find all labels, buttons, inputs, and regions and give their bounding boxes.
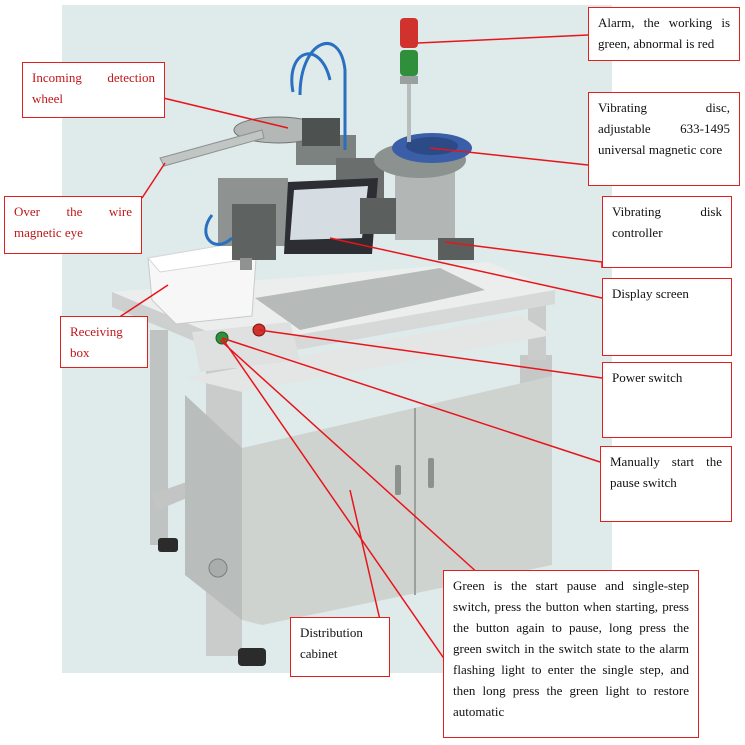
callout-green-switch: Green is the start pause and single-step… — [443, 570, 699, 738]
leader-display-screen — [329, 237, 603, 299]
leader-alarm — [417, 34, 589, 44]
disk-controller — [438, 238, 474, 260]
callout-alarm: Alarm, the working is green, abnormal is… — [588, 7, 740, 61]
callout-magnetic-eye: Over the wire magnetic eye — [4, 196, 142, 254]
leader-power-switch — [258, 329, 603, 379]
callout-receiving-box: Receiving box — [60, 316, 148, 368]
callout-power-switch: Power switch — [602, 362, 732, 438]
callout-distribution-cabinet: Distribution cabinet — [290, 617, 390, 677]
callout-vibrating-disc: Vibrating disc, adjustable 633-1495 univ… — [588, 92, 740, 186]
leader-green-switch-b — [219, 339, 481, 576]
leader-receiving-box — [117, 284, 169, 319]
leader-pause-switch — [221, 337, 601, 463]
leader-magnetic-eye — [141, 162, 166, 199]
machine — [112, 18, 555, 666]
callout-display-screen: Display screen — [602, 278, 732, 356]
callout-incoming-wheel: Incoming detection wheel — [22, 62, 165, 118]
leader-vibrating-disc — [429, 147, 589, 166]
callout-disk-controller: Vibrating disk controller — [602, 196, 732, 268]
leader-green-switch-a — [221, 337, 446, 661]
callout-pause-switch: Manually start the pause switch — [600, 446, 732, 522]
leader-distribution-cabinet — [349, 489, 381, 621]
